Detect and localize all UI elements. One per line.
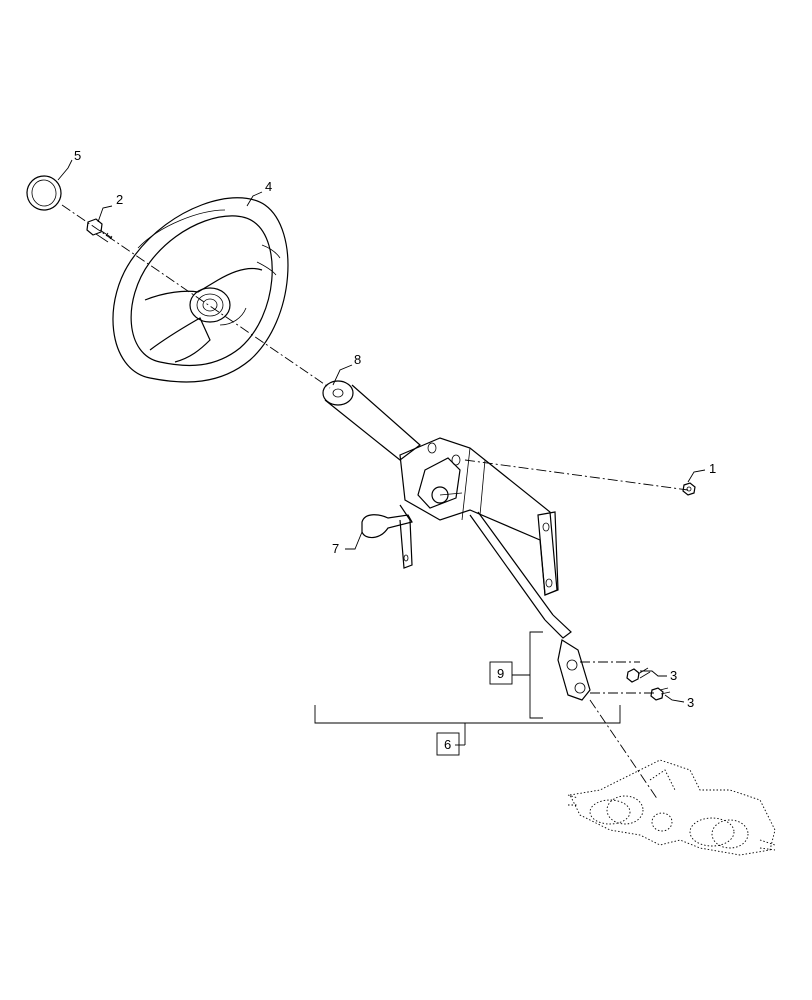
steering-column (399, 437, 591, 701)
callout-3-lower: 3 (687, 695, 694, 710)
callout-9: 9 (497, 666, 504, 681)
callout-5: 5 (74, 148, 81, 163)
leader-lines (57, 159, 706, 703)
center-lines (61, 204, 689, 801)
horn-cap (26, 175, 62, 211)
group-6-bracket (314, 705, 621, 756)
steering-wheel (112, 197, 289, 383)
callout-7: 7 (332, 541, 339, 556)
group-9-bracket (489, 631, 543, 719)
shaft-bolt-lower (650, 687, 671, 701)
tilt-lever (361, 514, 413, 539)
steering-wheel-bolt (86, 218, 113, 243)
callout-1: 1 (709, 461, 716, 476)
column-shroud (322, 380, 421, 461)
shaft-bolt-upper (626, 667, 651, 683)
nut (682, 482, 696, 496)
callout-6: 6 (444, 737, 451, 752)
callout-8: 8 (354, 352, 361, 367)
steering-gear (567, 759, 776, 856)
callout-2: 2 (116, 192, 123, 207)
callout-3-upper: 3 (670, 668, 677, 683)
callout-4: 4 (265, 179, 272, 194)
